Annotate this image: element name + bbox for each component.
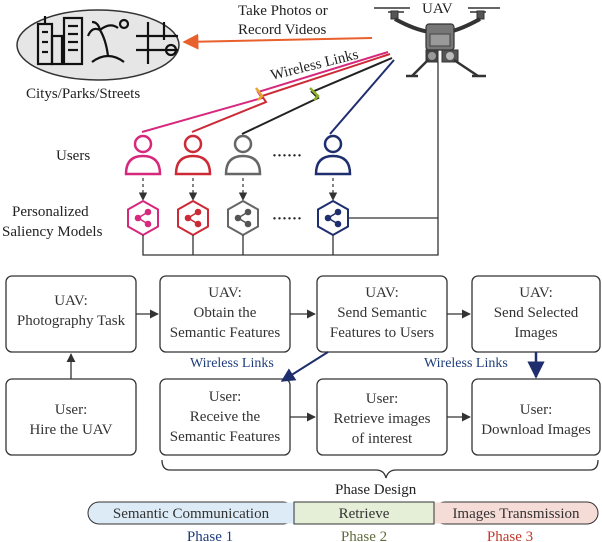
user-icon-1 xyxy=(124,134,162,176)
box-obtain-features-line2: Obtain the xyxy=(194,305,257,321)
models-label-line2: Saliency Models xyxy=(2,224,103,240)
box-photography-task-line1: UAV: xyxy=(54,293,88,309)
phase-bar-2-label: Retrieve xyxy=(339,506,390,522)
box-receive-features-line1: User: xyxy=(209,389,242,405)
wireless-label-2: Wireless Links xyxy=(424,356,508,371)
box-photography-task-line2: Photography Task xyxy=(17,313,126,329)
models-dots: ······ xyxy=(272,211,302,227)
box-send-features-line3: Features to Users xyxy=(330,325,434,341)
wireless-link-user3 xyxy=(241,57,393,135)
flow-arrows xyxy=(66,309,545,422)
uav-drone-icon xyxy=(374,7,500,78)
phase-design-title: Phase Design xyxy=(335,482,417,498)
box-download-line1: User: xyxy=(520,402,553,418)
phase-label-2: Phase 2 xyxy=(341,529,387,542)
box-receive-features: User: Receive the Semantic Features xyxy=(159,378,291,456)
box-send-features-line1: UAV: xyxy=(365,285,399,301)
saliency-model-icon-2 xyxy=(177,199,209,237)
phase-label-3: Phase 3 xyxy=(487,529,533,542)
box-send-selected-line1: UAV: xyxy=(519,285,553,301)
phase-label-1: Phase 1 xyxy=(187,529,233,542)
users-label: Users xyxy=(56,148,90,164)
phase-design-brace xyxy=(161,459,599,479)
box-obtain-features-line1: UAV: xyxy=(208,285,242,301)
user-icon-2 xyxy=(174,134,212,176)
palm-tree-icon xyxy=(86,18,130,63)
box-receive-features-line2: Receive the xyxy=(190,409,261,425)
photo-label-line2: Record Videos xyxy=(238,22,327,38)
models-label-line1: Personalized xyxy=(12,204,89,220)
box-send-features: UAV: Send Semantic Features to Users xyxy=(316,275,448,353)
scene-group: Citys/Parks/Streets xyxy=(16,9,180,102)
box-photography-task: UAV: Photography Task xyxy=(5,275,137,353)
wireless-link-user2 xyxy=(191,53,391,133)
box-download-images: User: Download Images xyxy=(471,378,601,456)
street-icon xyxy=(136,22,178,64)
building-icon xyxy=(36,16,84,66)
user-icon-3 xyxy=(224,134,262,176)
users-dots: ······ xyxy=(272,148,302,164)
box-download-line2: Download Images xyxy=(481,422,591,438)
saliency-model-icon-3 xyxy=(227,199,259,237)
photo-label-line1: Take Photos or xyxy=(238,3,328,19)
box-send-selected-images: UAV: Send Selected Images xyxy=(471,275,601,353)
model-connectors xyxy=(142,62,439,256)
box-send-features-line2: Send Semantic xyxy=(337,305,427,321)
wireless-link-user4 xyxy=(329,59,395,135)
box-obtain-features: UAV: Obtain the Semantic Features xyxy=(159,275,291,353)
wireless-links xyxy=(141,51,395,135)
box-retrieve-images: User: Retrieve images of interest xyxy=(316,378,448,456)
saliency-model-icon-1 xyxy=(127,199,159,237)
user-icon-4 xyxy=(314,134,352,176)
box-send-selected-line2: Send Selected xyxy=(494,305,579,321)
phase-bar-1-label: Semantic Communication xyxy=(113,506,270,522)
scene-label: Citys/Parks/Streets xyxy=(26,86,140,102)
lightning-1 xyxy=(255,87,264,101)
wireless-label-1: Wireless Links xyxy=(190,356,274,371)
phase-bar-3-label: Images Transmission xyxy=(452,506,580,522)
lightning-2 xyxy=(309,87,320,101)
arrow-send-to-receive xyxy=(280,351,329,382)
uav-label: UAV xyxy=(422,1,453,17)
user-to-model-arrows xyxy=(138,178,338,201)
box-hire-uav-line1: User: xyxy=(55,402,88,418)
box-hire-uav: User: Hire the UAV xyxy=(5,378,137,456)
box-hire-uav-line2: Hire the UAV xyxy=(29,422,112,438)
box-send-selected-line3: Images xyxy=(514,325,557,341)
box-retrieve-line1: User: xyxy=(366,391,399,407)
scene-ellipse xyxy=(16,9,180,81)
phase-bars: Semantic Communication Retrieve Images T… xyxy=(87,501,599,525)
box-retrieve-line2: Retrieve images xyxy=(333,411,430,427)
saliency-model-icon-4 xyxy=(317,199,349,237)
box-retrieve-line3: of interest xyxy=(352,431,413,447)
box-receive-features-line3: Semantic Features xyxy=(170,429,281,445)
photo-arrow xyxy=(182,33,373,50)
box-obtain-features-line3: Semantic Features xyxy=(170,325,281,341)
